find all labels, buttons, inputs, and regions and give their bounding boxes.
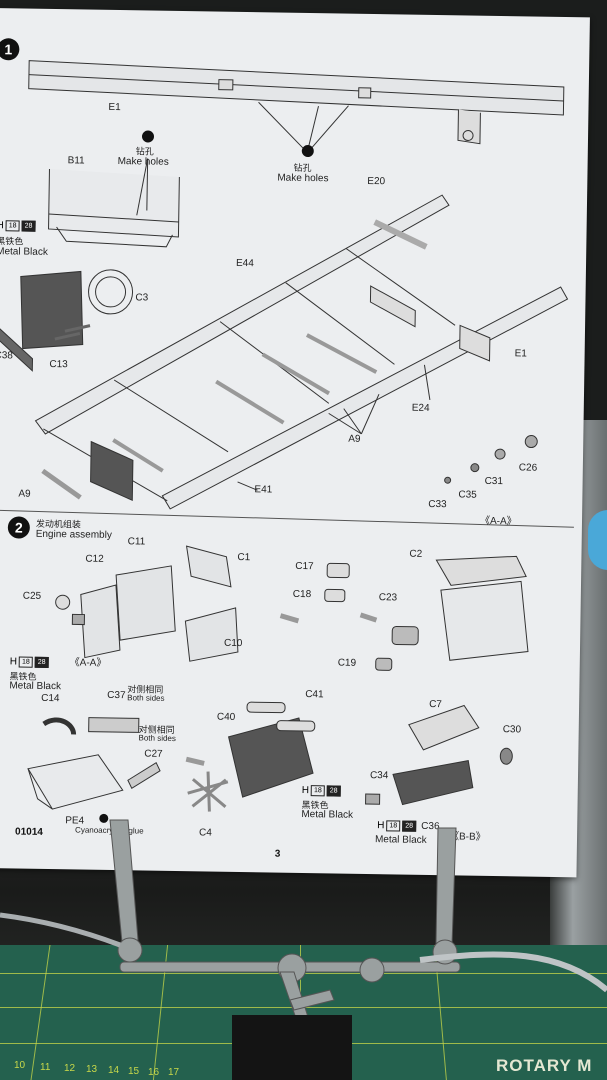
ruler-number: 11	[40, 1062, 51, 1073]
ruler-number: 12	[64, 1063, 76, 1074]
mat-brand-text: ROTARY M	[496, 1056, 593, 1075]
ruler-number: 16	[148, 1067, 160, 1078]
ruler-number: 10	[14, 1060, 26, 1071]
instruction-sheet: 1	[0, 8, 590, 878]
background-blue-object	[588, 510, 607, 570]
ruler-number: 17	[168, 1067, 180, 1078]
ruler-number: 14	[108, 1065, 120, 1076]
ruler-number: 15	[128, 1066, 140, 1077]
step-1-drawings	[0, 60, 574, 812]
ruler-number: 13	[86, 1064, 98, 1075]
